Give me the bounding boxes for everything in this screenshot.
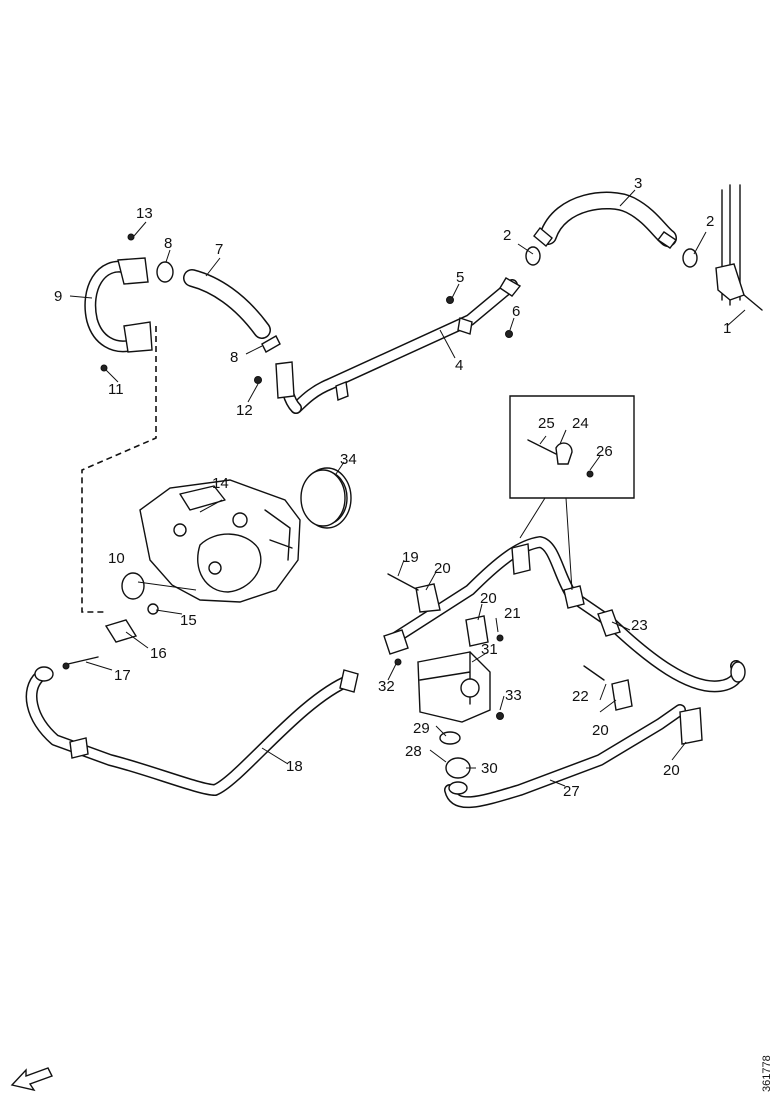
callout-34: 34 xyxy=(340,451,357,468)
callout-20: 20 xyxy=(480,590,497,607)
frame-bracket xyxy=(715,184,763,311)
reference-code: 361778 xyxy=(761,1055,773,1092)
callout-22: 22 xyxy=(572,688,589,705)
callout-10: 10 xyxy=(108,550,125,567)
direction-arrow-icon xyxy=(10,1067,53,1092)
callout-6: 6 xyxy=(512,303,520,320)
callout-30: 30 xyxy=(481,760,498,777)
callout-15: 15 xyxy=(180,612,197,629)
callout-12: 12 xyxy=(236,402,253,419)
callout-13: 13 xyxy=(136,205,153,222)
left-hose-assembly xyxy=(84,233,281,384)
callout-33: 33 xyxy=(505,687,522,704)
callout-26: 26 xyxy=(596,443,613,460)
callout-16: 16 xyxy=(150,645,167,662)
leader-lines xyxy=(69,189,746,787)
callout-21: 21 xyxy=(504,605,521,622)
callout-32: 32 xyxy=(378,678,395,695)
callout-11: 11 xyxy=(108,381,124,398)
callout-27: 27 xyxy=(563,783,580,800)
gasket xyxy=(300,469,346,527)
callout-28: 28 xyxy=(405,743,422,760)
detail-inset xyxy=(509,395,635,591)
callout-8: 8 xyxy=(230,349,238,366)
routing-line xyxy=(81,326,157,613)
callout-20: 20 xyxy=(663,762,680,779)
right-pipe-assembly xyxy=(383,536,746,809)
upper-pipe-assembly xyxy=(275,191,698,414)
callout-1: 1 xyxy=(723,320,731,337)
callout-31: 31 xyxy=(481,641,498,658)
callout-2: 2 xyxy=(503,227,511,244)
callout-4: 4 xyxy=(455,357,463,374)
callout-5: 5 xyxy=(456,269,464,286)
callout-18: 18 xyxy=(286,758,303,775)
callout-2: 2 xyxy=(706,213,714,230)
callout-17: 17 xyxy=(114,667,131,684)
callout-20: 20 xyxy=(592,722,609,739)
callout-7: 7 xyxy=(215,241,223,258)
callout-14: 14 xyxy=(212,475,229,492)
callout-25: 25 xyxy=(538,415,555,432)
callout-29: 29 xyxy=(413,720,430,737)
callout-3: 3 xyxy=(634,175,642,192)
callout-24: 24 xyxy=(572,415,589,432)
callout-20: 20 xyxy=(434,560,451,577)
callout-19: 19 xyxy=(402,549,419,566)
callout-9: 9 xyxy=(54,288,62,305)
callout-23: 23 xyxy=(631,617,648,634)
lower-left-pipe xyxy=(25,656,359,796)
callout-labels: 1 2 2 3 4 5 6 7 8 8 9 10 11 12 13 14 15 … xyxy=(54,175,731,800)
callout-8: 8 xyxy=(164,235,172,252)
